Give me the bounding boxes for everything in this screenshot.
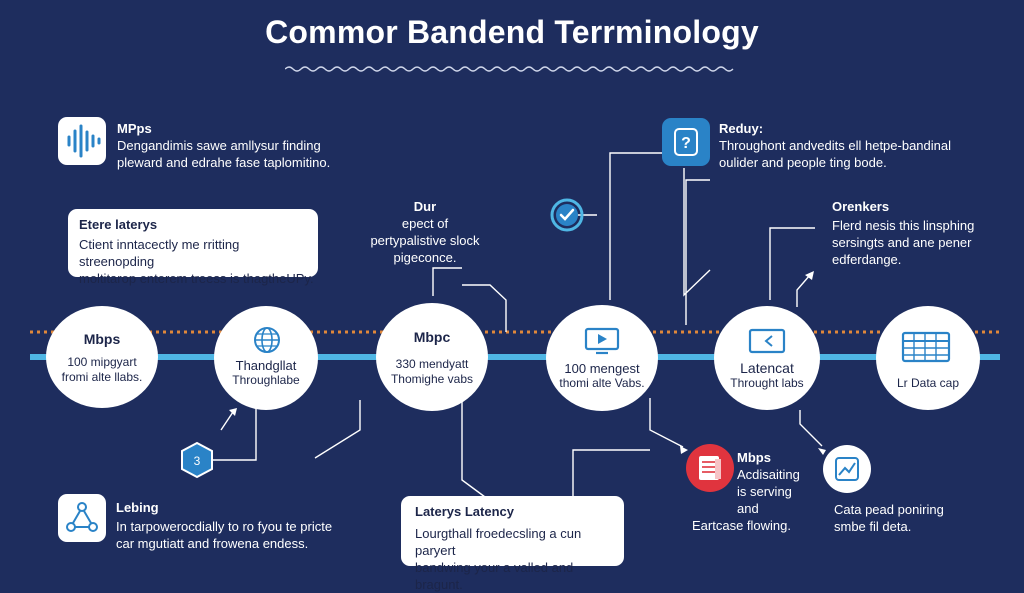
chart-icon bbox=[823, 445, 871, 493]
timeline-node-5: Latencat Throught labs bbox=[714, 306, 820, 410]
callout-line: moltitarop enterem treess is thagtheUPy. bbox=[79, 271, 314, 286]
help-icon: ? bbox=[674, 128, 698, 156]
annotation-line: Dengandimis sawe amllysur finding bbox=[117, 138, 321, 153]
annotation-line: epect of bbox=[401, 216, 449, 231]
timeline-node-2: Thandgllat Throughlabe bbox=[214, 306, 318, 410]
annotation-line: sersingts and ane pener bbox=[832, 235, 972, 250]
annotation-line: Acdisaiting bbox=[737, 467, 800, 482]
help-icon-tile: ? bbox=[662, 118, 710, 166]
node-title: Mbps bbox=[83, 331, 121, 347]
annotation-line: edferdange. bbox=[832, 252, 902, 267]
annotation-dur: Dur epect of pertypalistive slock pigeco… bbox=[360, 198, 490, 266]
check-icon bbox=[550, 198, 584, 232]
timeline-node-4: 100 mengest thomi alte Vabs. bbox=[546, 305, 658, 411]
annotation-heading: Reduy: bbox=[719, 121, 764, 136]
annotation-heading: MPps bbox=[117, 121, 152, 136]
spreadsheet-icon bbox=[901, 331, 951, 363]
annotation-heading: Dur bbox=[413, 199, 437, 214]
hexagon-icon: 3 bbox=[181, 441, 213, 479]
network-icon-tile bbox=[58, 494, 106, 542]
annotation-mpps: MPps Dengandimis sawe amllysur finding p… bbox=[117, 120, 330, 171]
node-title: Mbpc bbox=[413, 329, 451, 345]
timeline-node-1: Mbps 100 mipgyart fromi alte llabs. bbox=[46, 306, 158, 408]
annotation-reduy: Reduy: Throughont andvedits ell hetpe-ba… bbox=[719, 120, 951, 171]
annotation-line: Flerd nesis this linsphing bbox=[832, 218, 975, 233]
sound-wave-icon-tile bbox=[58, 117, 106, 165]
callout-heading: Etere laterys bbox=[79, 217, 158, 232]
network-icon bbox=[66, 502, 98, 532]
node-line: Throughlabe bbox=[232, 373, 300, 387]
annotation-heading: Orenkers bbox=[832, 199, 890, 214]
callout-etere-laterys: Etere laterys Ctient inntacectly me rrit… bbox=[68, 209, 318, 286]
node-line: 100 mengest bbox=[564, 361, 640, 376]
node-line: Lr Data cap bbox=[896, 376, 960, 390]
play-icon bbox=[584, 327, 620, 355]
annotation-line: Eartcase flowing. bbox=[692, 518, 791, 533]
server-icon bbox=[686, 444, 734, 492]
help-glyph: ? bbox=[681, 135, 691, 152]
annotation-line: smbe fil deta. bbox=[834, 519, 912, 534]
node-line: 100 mipgyart bbox=[67, 355, 137, 369]
annotation-heading: Mbps bbox=[737, 450, 771, 465]
annotation-mbps-red: Mbps Acdisaiting is serving and Eartcase… bbox=[692, 449, 812, 534]
callout-line: Lourgthall froedecsling a cun paryert bbox=[415, 526, 582, 558]
annotation-lebing: Lebing In tarpowerocdially to ro fyou te… bbox=[116, 499, 332, 552]
node-line: fromi alte llabs. bbox=[61, 370, 143, 384]
callout-line: bandwing your a valled and bragunt. bbox=[415, 560, 574, 592]
node-line: thomi alte Vabs. bbox=[559, 376, 645, 390]
annotation-line: In tarpowerocdially to ro fyou te pricte bbox=[116, 519, 333, 534]
page-title: Commor Bandend Terrminology bbox=[265, 14, 759, 50]
node-line: Latencat bbox=[740, 360, 794, 376]
annotation-line: pleward and edrahe fase taplomitino. bbox=[117, 155, 331, 170]
annotation-line: Cata pead poniring bbox=[834, 502, 944, 517]
annotation-orenkers: Orenkers Flerd nesis this linsphing sers… bbox=[832, 198, 974, 268]
node-line: 330 mendyatt bbox=[395, 357, 469, 371]
title-wavy-underline bbox=[285, 66, 734, 72]
callout-heading: Laterys Latency bbox=[415, 504, 514, 519]
globe-icon bbox=[254, 327, 280, 353]
annotation-line: pertypalistive slock bbox=[370, 233, 480, 248]
annotation-line: car mgutiatt and frowena endess. bbox=[116, 536, 309, 551]
annotation-data-note: Cata pead poniring smbe fil deta. bbox=[834, 501, 944, 535]
sound-wave-icon bbox=[67, 124, 101, 158]
annotation-line: oulider and people ting bode. bbox=[719, 155, 887, 170]
node-line: Thandgllat bbox=[235, 358, 297, 373]
annotation-line: Throughont andvedits ell hetpe-bandinal bbox=[719, 138, 952, 153]
annotation-line: pigeconce. bbox=[393, 250, 457, 265]
annotation-line: is serving and bbox=[737, 484, 792, 516]
node-line: Thomighe vabs bbox=[390, 372, 474, 386]
node-line: Throught labs bbox=[730, 376, 804, 390]
callout-laterys-latency: Laterys Latency Lourgthall froedecsling … bbox=[401, 496, 624, 592]
timeline-node-3: Mbpc 330 mendyatt Thomighe vabs bbox=[376, 303, 488, 411]
annotation-heading: Lebing bbox=[116, 500, 159, 515]
callout-line: Ctient inntacectly me rritting streenopd… bbox=[79, 237, 240, 269]
slides-icon bbox=[748, 328, 786, 354]
hexagon-number: 3 bbox=[194, 454, 201, 468]
timeline-node-6: Lr Data cap bbox=[876, 306, 980, 410]
